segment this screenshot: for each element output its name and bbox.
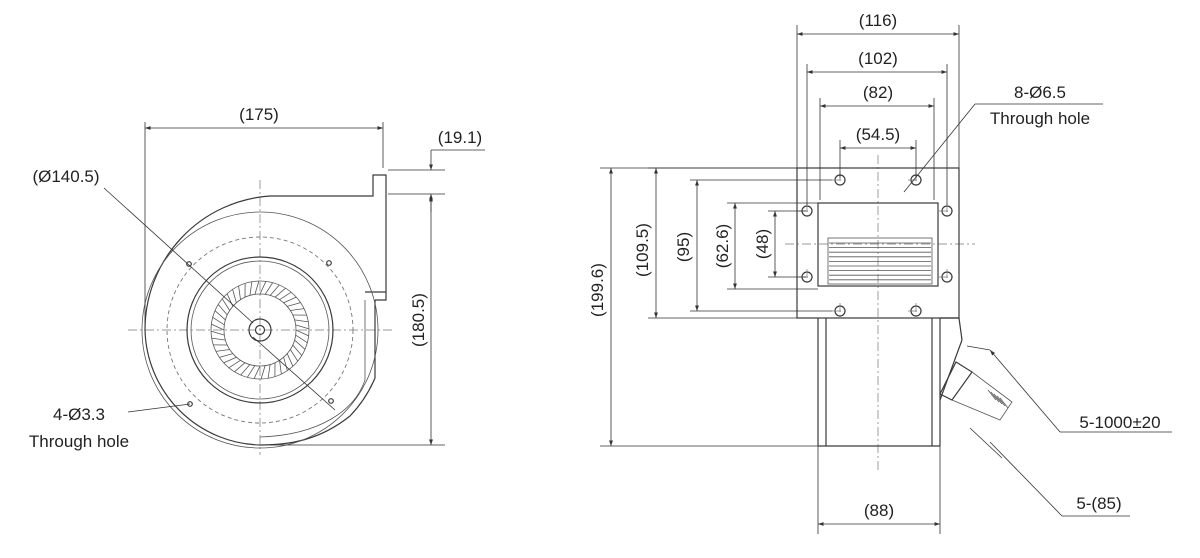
- flange-hole-spec-label: 8-Ø6.5: [1014, 83, 1066, 102]
- lead-wire: [987, 389, 997, 401]
- dim-62-6-label: (62.6): [713, 224, 732, 268]
- flange-holes: [799, 172, 955, 319]
- impeller-blade: [279, 360, 282, 375]
- dim-48-label: (48): [753, 229, 772, 259]
- impeller-blade: [274, 287, 286, 298]
- dim-54-5-label: (54.5): [856, 125, 900, 144]
- front-view: (116) (102) (82) (54.5) (199.6) (109.5) …: [588, 11, 1172, 534]
- lead-wire: [993, 393, 1003, 405]
- impeller-blade: [223, 356, 237, 364]
- lead-wires: [987, 389, 1009, 409]
- impeller-blade: [287, 302, 301, 307]
- dim-82-label: (82): [863, 83, 893, 102]
- lead-wire: [990, 391, 1000, 403]
- impeller-blades: [210, 280, 310, 380]
- hole-spec-label: 4-Ø3.3: [53, 405, 105, 424]
- housing-outline: [144, 174, 387, 446]
- impeller-blade: [246, 365, 256, 378]
- impeller-blade: [219, 353, 233, 358]
- impeller-blade: [221, 298, 231, 311]
- mount-hole: [186, 261, 192, 267]
- impeller-blade: [240, 364, 251, 376]
- dim-88-label: (88): [864, 501, 894, 520]
- impeller-blade: [217, 304, 228, 316]
- impeller-blade: [289, 349, 299, 362]
- lead-wire: [999, 397, 1009, 409]
- dim-width-label: (175): [239, 105, 279, 124]
- impeller-blade: [228, 359, 241, 369]
- impeller-blade: [294, 339, 306, 350]
- mount-hole: [328, 398, 334, 404]
- impeller-blade: [260, 365, 266, 380]
- dim-199-6-label: (199.6): [588, 263, 607, 317]
- dim-109-5-label: (109.5): [633, 223, 652, 277]
- dim-95-label: (95): [674, 232, 693, 262]
- flange-hole-type-label: Through hole: [990, 109, 1090, 128]
- impeller-blade: [295, 334, 308, 344]
- impeller-blade: [215, 349, 230, 352]
- impeller-blade: [286, 353, 294, 367]
- flange-plate: [796, 167, 960, 319]
- dim-diameter-label: (Ø140.5): [32, 167, 99, 186]
- impeller-blade: [267, 364, 271, 379]
- hub: [248, 318, 272, 342]
- dim-height-label: (180.5): [409, 293, 428, 347]
- dim-102-label: (102): [858, 49, 898, 68]
- impeller-blade: [283, 296, 297, 304]
- impeller-blade: [279, 291, 292, 301]
- impeller-blade: [295, 329, 309, 337]
- impeller-blade: [234, 362, 246, 373]
- lead-strip-label: 5-(85): [1076, 494, 1121, 513]
- impeller-blade: [211, 323, 225, 331]
- outlet-opening: [817, 202, 939, 287]
- impeller-blade: [295, 324, 310, 330]
- dim-flange-label: (19.1): [438, 128, 482, 147]
- lead-count-label: 5-1000±20: [1079, 413, 1160, 432]
- mounting-circle: [166, 236, 354, 424]
- lead-wire: [996, 395, 1006, 407]
- impeller-blade: [254, 280, 260, 295]
- dim-116-label: (116): [859, 11, 897, 30]
- impeller-blade: [292, 344, 303, 356]
- impeller-blade: [283, 357, 288, 371]
- hole-type-label: Through hole: [29, 432, 129, 451]
- impeller-blade: [294, 319, 309, 323]
- impeller-blade: [211, 337, 226, 341]
- impeller-blade: [214, 310, 226, 321]
- mount-hole: [326, 260, 332, 266]
- impeller-band: [827, 237, 933, 285]
- impeller-blade: [259, 281, 267, 295]
- impeller-blade: [212, 316, 225, 326]
- impeller-blade: [290, 308, 305, 311]
- impeller-blade: [249, 281, 253, 296]
- impeller-blade: [269, 284, 280, 296]
- impeller-blade: [238, 285, 241, 300]
- impeller-blade: [232, 289, 237, 303]
- side-view: (175) (19.1) (Ø140.5) (180.5) 4-Ø3.3 Thr…: [29, 105, 485, 455]
- impeller-blade: [264, 282, 274, 295]
- impeller-blade: [253, 365, 261, 379]
- cable-gland: [939, 361, 973, 401]
- impeller-blade: [210, 330, 225, 336]
- impeller-ribs: [829, 242, 931, 281]
